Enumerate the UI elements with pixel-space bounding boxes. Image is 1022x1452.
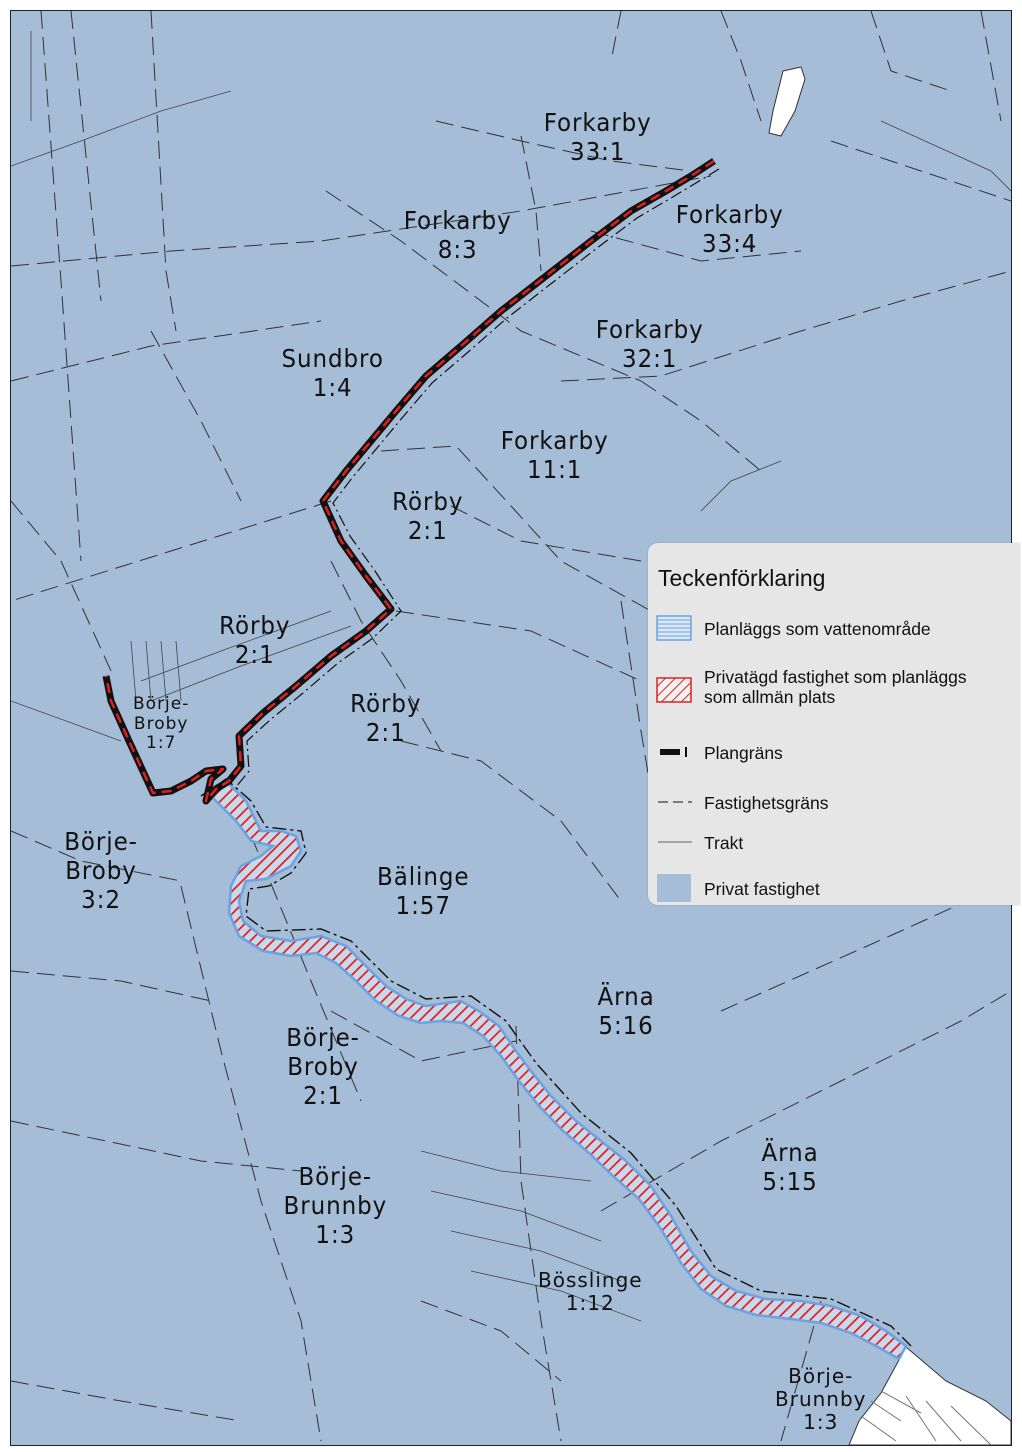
plangrans-line <box>102 158 720 805</box>
white-area-bottom <box>848 1346 1011 1445</box>
legend-text-fastighetsgrans: Fastighetsgräns <box>704 793 829 813</box>
trakt-lines <box>11 31 1011 1322</box>
map-canvas <box>11 11 1011 1445</box>
river-boundary-line <box>200 778 912 1347</box>
map-legend: Teckenförklaring Planläggs som vattenomr… <box>648 543 1020 905</box>
water-area-swatch-icon <box>656 615 692 641</box>
legend-title: Teckenförklaring <box>658 565 826 591</box>
legend-text-trakt: Trakt <box>704 833 744 853</box>
fastighetsgrans-lines <box>11 11 1011 1442</box>
tract-boundary-swatch-icon <box>658 841 692 843</box>
property-boundary-swatch-icon <box>658 801 692 803</box>
legend-text-allman-plats: Privatägd fastighet som planläggs som al… <box>704 667 967 708</box>
river-hatched-area <box>203 779 908 1361</box>
white-area-parcel-lines <box>860 1390 992 1445</box>
legend-text-vattenomrade: Planläggs som vattenområde <box>704 619 931 639</box>
legend-text-plangrans: Plangräns <box>704 743 783 763</box>
public-space-hatch-swatch-icon <box>656 677 692 703</box>
plan-boundary-swatch-icon <box>660 747 687 757</box>
white-area-top <box>768 66 806 137</box>
legend-text-privat-fastighet: Privat fastighet <box>704 879 820 899</box>
private-property-swatch-icon <box>657 874 691 902</box>
